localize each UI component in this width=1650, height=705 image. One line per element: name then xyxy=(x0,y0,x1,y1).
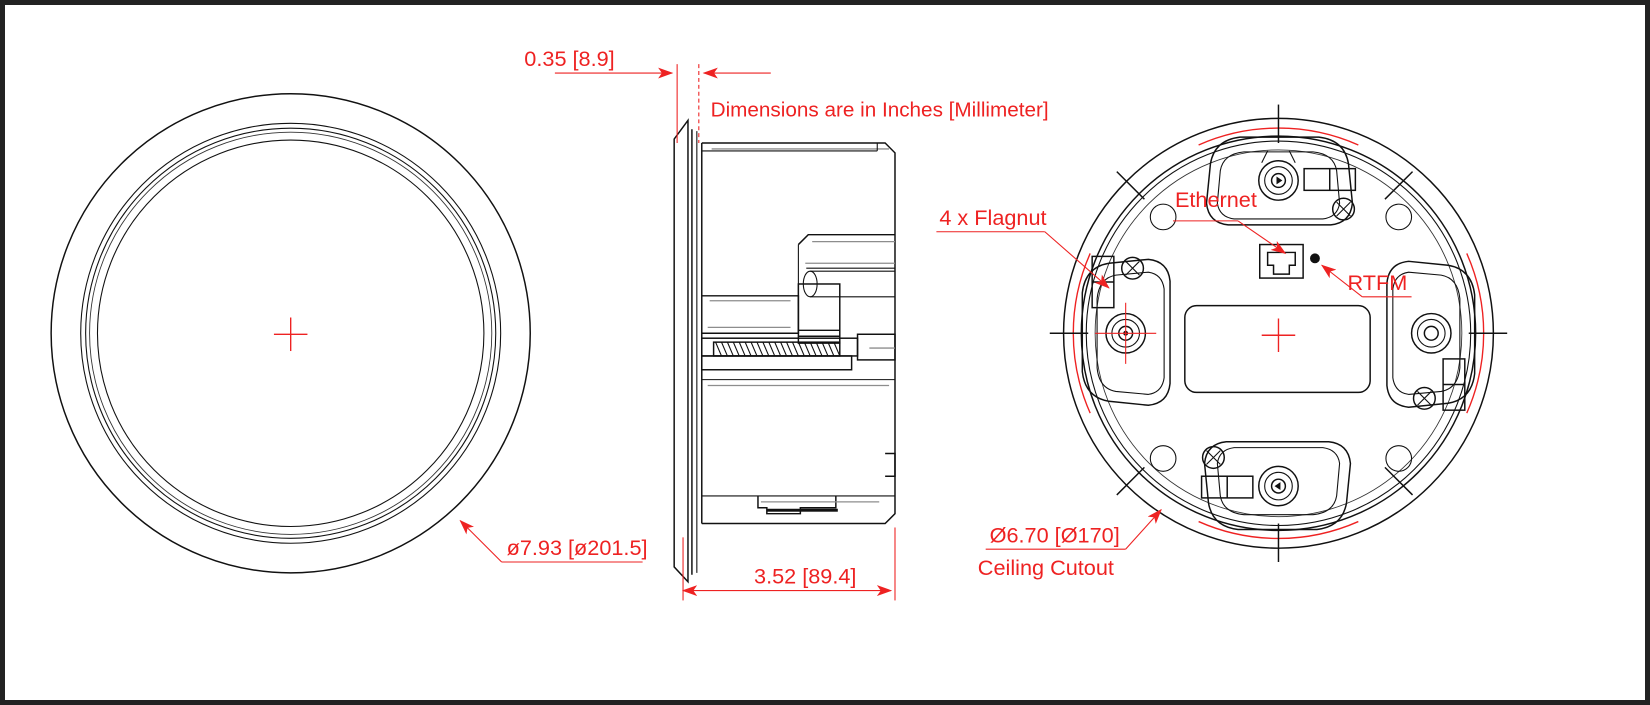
front-bezel-ring-c xyxy=(89,131,493,535)
flagnut-boss-top xyxy=(1258,160,1299,201)
front-outer-bezel-edge xyxy=(50,92,531,574)
flange-thickness-dimension: 0.35 [8.9] xyxy=(524,46,771,144)
front-view: ø7.93 [ø201.5] xyxy=(50,92,648,574)
rear-hole-lower-left xyxy=(1149,445,1177,472)
overall-depth-dimension: 3.52 [89.4] xyxy=(681,527,896,601)
screw-top xyxy=(1331,197,1356,221)
screw-left xyxy=(1120,256,1145,280)
flagnut-assembly-left xyxy=(1081,255,1171,406)
left-boss-crosshair xyxy=(1095,302,1157,364)
side-lower-plate xyxy=(701,355,853,371)
rear-hole-upper-left xyxy=(1149,203,1177,231)
side-section-view: 0.35 [8.9] Dimensions are in Inches [Mil… xyxy=(524,46,1049,601)
front-center-crosshair xyxy=(273,317,308,352)
rear-center-crosshair xyxy=(1261,318,1296,353)
flagnut-boss-bottom xyxy=(1258,465,1299,507)
front-bezel-ring-a xyxy=(80,122,502,544)
rtfm-button xyxy=(1310,253,1320,264)
overall-depth-text: 3.52 [89.4] xyxy=(754,564,856,589)
screw-bottom xyxy=(1201,445,1225,470)
ethernet-port-icon xyxy=(1259,243,1304,279)
outer-diameter-callout: ø7.93 [ø201.5] xyxy=(459,519,648,563)
ceiling-cutout-name-text: Ceiling Cutout xyxy=(978,555,1114,580)
drawing-svg: ø7.93 [ø201.5] xyxy=(50,46,1508,601)
flagnut-assembly-top xyxy=(1205,136,1357,226)
flagnut-assembly-right xyxy=(1386,260,1476,411)
side-body-outline xyxy=(701,142,896,525)
front-dome-edge xyxy=(96,139,485,528)
rear-module-outline xyxy=(1184,304,1371,394)
rtfm-callout: RTFM xyxy=(1320,264,1412,298)
rear-hole-lower-right xyxy=(1385,445,1413,472)
ethernet-callout: Ethernet xyxy=(1172,187,1287,255)
rear-mounting-view: 4 x Flagnut Ethernet RTFM Ø6.70 [Ø170] C… xyxy=(936,104,1508,580)
rtfm-text: RTFM xyxy=(1347,270,1407,295)
side-side-tab xyxy=(885,452,896,477)
ceiling-cutout-callout: Ø6.70 [Ø170] Ceiling Cutout xyxy=(978,508,1162,580)
ceiling-cutout-dia-text: Ø6.70 [Ø170] xyxy=(990,522,1120,547)
flange-thickness-text: 0.35 [8.9] xyxy=(524,46,614,71)
flagnut-text: 4 x Flagnut xyxy=(939,205,1046,230)
flagnut-assembly-bottom xyxy=(1200,440,1352,531)
side-inner-mech xyxy=(797,283,841,344)
outer-diameter-text: ø7.93 [ø201.5] xyxy=(507,535,648,560)
flagnut-callout: 4 x Flagnut xyxy=(936,205,1110,289)
side-screw-head xyxy=(856,333,896,361)
ethernet-text: Ethernet xyxy=(1175,187,1257,212)
units-note-text: Dimensions are in Inches [Millimeter] xyxy=(711,98,1049,121)
side-bottom-bracket xyxy=(757,495,837,515)
rear-hole-upper-right xyxy=(1385,203,1413,231)
side-threaded-shaft xyxy=(712,341,841,357)
screw-right xyxy=(1412,386,1436,410)
side-bracket-upper xyxy=(797,233,895,246)
flagnut-boss-right xyxy=(1410,312,1452,354)
side-trim-flange xyxy=(673,118,689,584)
front-bezel-ring-b xyxy=(85,127,497,539)
